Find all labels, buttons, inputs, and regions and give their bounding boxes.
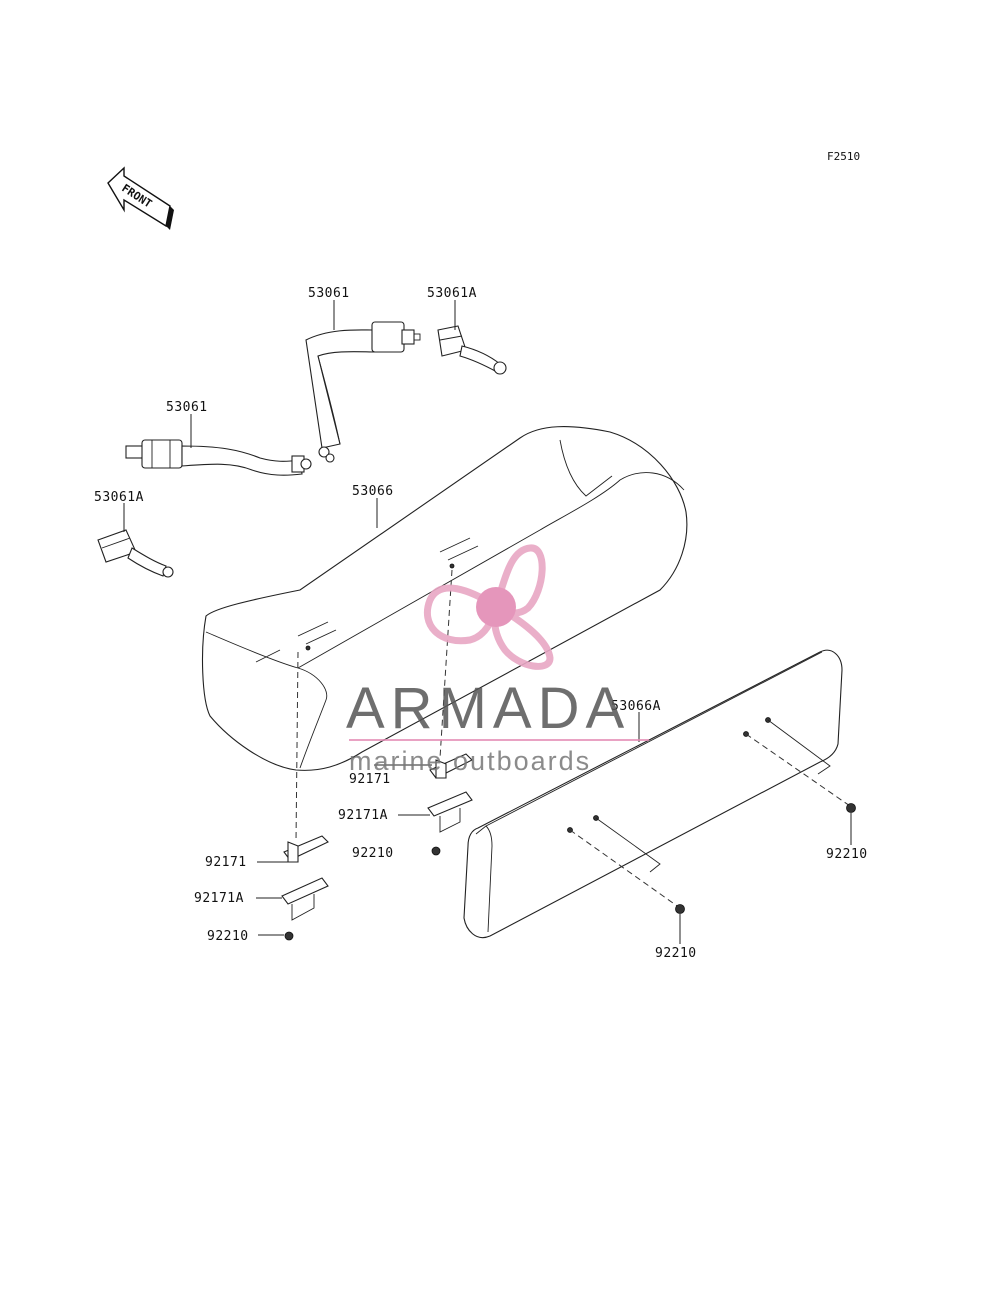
seat-belt-upper (305, 321, 421, 463)
guide-line-right-top (745, 733, 851, 807)
bracket-mid (429, 753, 473, 779)
front-arrow-icon: FRONT (107, 166, 174, 230)
bracket-left (283, 835, 329, 863)
nut-left (284, 931, 294, 941)
seat-cushion (201, 426, 688, 771)
label-belt-upper: 53061 (308, 286, 350, 301)
guide-line-left (295, 651, 299, 843)
buckle-lower (97, 529, 174, 578)
label-buckle-upper: 53061A (427, 286, 477, 301)
watermark-tagline: marine outboards (349, 746, 591, 776)
label-nut-left: 92210 (207, 929, 249, 944)
plate-left (281, 877, 329, 921)
backrest-cushion (463, 649, 843, 938)
guide-line-right-bottom (569, 829, 681, 909)
seat-belt-lower (125, 439, 312, 476)
label-nut-right-top: 92210 (826, 847, 868, 862)
label-seat: 53066 (352, 484, 394, 499)
nut-right-bottom (675, 904, 685, 914)
watermark-brand: ARMADA (346, 676, 630, 741)
propeller-logo-icon (423, 544, 554, 670)
label-bracket-mid: 92171 (349, 772, 391, 787)
label-bracket-left: 92171 (205, 855, 247, 870)
diagram-ref-code: F2510 (827, 150, 860, 163)
nut-mid (431, 846, 441, 856)
buckle-upper (437, 325, 507, 375)
label-nut-mid: 92210 (352, 846, 394, 861)
watermark: ARMADA marine outboards (346, 544, 649, 776)
leader-lines (123, 300, 852, 944)
label-backrest: 53066A (611, 699, 661, 714)
label-belt-lower: 53061 (166, 400, 208, 415)
plate-mid (427, 791, 473, 833)
label-plate-mid: 92171A (338, 808, 388, 823)
guide-line-mid (439, 569, 453, 759)
label-nut-right-bottom: 92210 (655, 946, 697, 961)
label-buckle-lower: 53061A (94, 490, 144, 505)
nut-right-top (846, 803, 856, 813)
label-plate-left: 92171A (194, 891, 244, 906)
